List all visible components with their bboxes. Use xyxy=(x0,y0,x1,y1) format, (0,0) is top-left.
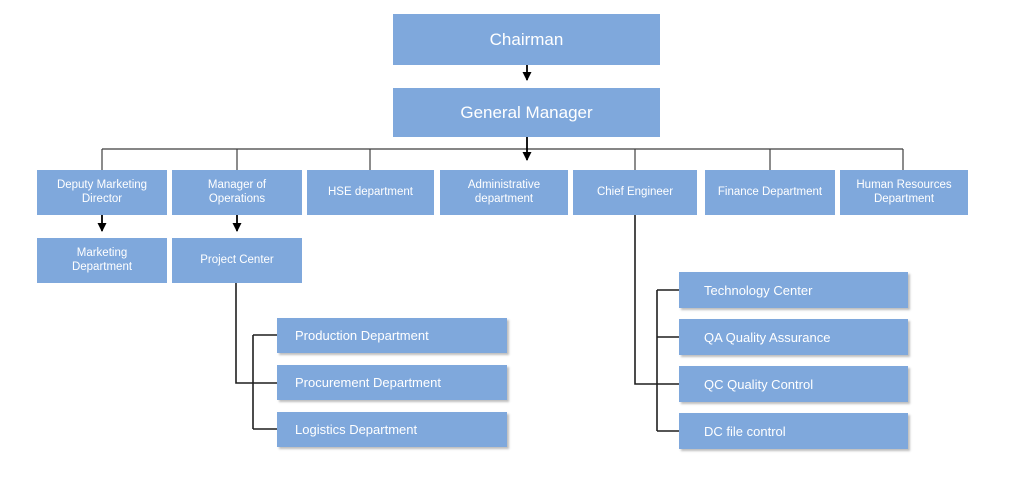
org-node-label: QC Quality Control xyxy=(704,376,814,392)
org-node-chairman: Chairman xyxy=(393,14,660,65)
org-node-label: DC file control xyxy=(704,423,786,439)
org-node-label: Administrative department xyxy=(467,179,541,205)
org-node-label: Technology Center xyxy=(704,282,813,298)
org-node-label: Manager of Operations xyxy=(207,179,267,205)
org-node-marketing-department: Marketing Department xyxy=(37,238,167,283)
org-node-label: Procurement Department xyxy=(295,375,441,390)
connector-chief-engineer-bracket xyxy=(634,215,679,432)
org-node-label: Marketing Department xyxy=(71,247,133,273)
org-node-label: Finance Department xyxy=(717,185,823,198)
org-node-label: HSE department xyxy=(327,185,413,198)
org-node-hse-department: HSE department xyxy=(307,170,434,215)
org-node-label: General Manager xyxy=(460,102,593,122)
org-node-label: Project Center xyxy=(200,253,274,266)
org-node-qc-quality-control: QC Quality Control xyxy=(679,366,908,402)
org-node-procurement-department: Procurement Department xyxy=(277,365,507,400)
org-node-human-resources-department: Human Resources Department xyxy=(840,170,968,215)
connector-rail xyxy=(101,148,904,170)
org-node-manager-of-operations: Manager of Operations xyxy=(172,170,302,215)
org-node-label: Chief Engineer xyxy=(596,185,674,198)
org-node-label: Production Department xyxy=(295,328,429,343)
org-node-label: Deputy Marketing Director xyxy=(56,179,148,205)
org-node-technology-center: Technology Center xyxy=(679,272,908,308)
org-node-dc-file-control: DC file control xyxy=(679,413,908,449)
org-node-production-department: Production Department xyxy=(277,318,507,353)
org-node-chief-engineer: Chief Engineer xyxy=(573,170,697,215)
org-node-general-manager: General Manager xyxy=(393,88,660,137)
connector-project-center-bracket xyxy=(235,283,277,430)
org-node-administrative-department: Administrative department xyxy=(440,170,568,215)
org-node-label: Chairman xyxy=(489,29,564,49)
org-node-qa-quality-assurance: QA Quality Assurance xyxy=(679,319,908,355)
org-node-logistics-department: Logistics Department xyxy=(277,412,507,447)
org-node-project-center: Project Center xyxy=(172,238,302,283)
org-node-label: QA Quality Assurance xyxy=(704,329,831,345)
org-node-label: Human Resources Department xyxy=(856,179,952,205)
org-node-finance-department: Finance Department xyxy=(705,170,835,215)
org-node-label: Logistics Department xyxy=(295,422,418,437)
org-node-deputy-marketing-director: Deputy Marketing Director xyxy=(37,170,167,215)
